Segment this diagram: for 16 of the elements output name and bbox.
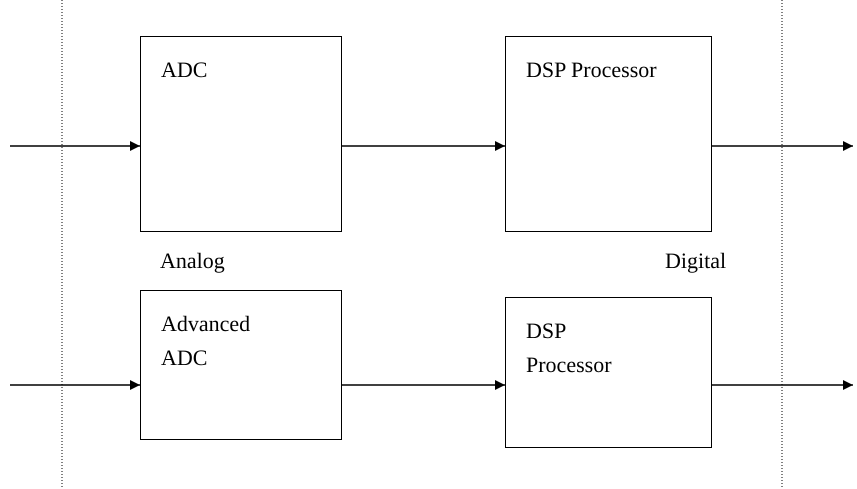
process-box (505, 297, 712, 448)
node-label: ADC (161, 56, 208, 84)
process-box (140, 36, 342, 232)
arrow (342, 380, 505, 390)
node-label: Advanced ADC (161, 310, 252, 372)
arrow (712, 380, 853, 390)
node-label: DSP Processor (526, 56, 658, 84)
arrow (712, 141, 853, 151)
signal-label: Analog (160, 248, 225, 274)
process-box (505, 36, 712, 232)
arrow (10, 141, 140, 151)
process-box (140, 290, 342, 440)
node-label: DSP Processor (526, 317, 613, 379)
signal-label: Digital (665, 248, 726, 274)
arrow (342, 141, 505, 151)
arrow (10, 380, 140, 390)
